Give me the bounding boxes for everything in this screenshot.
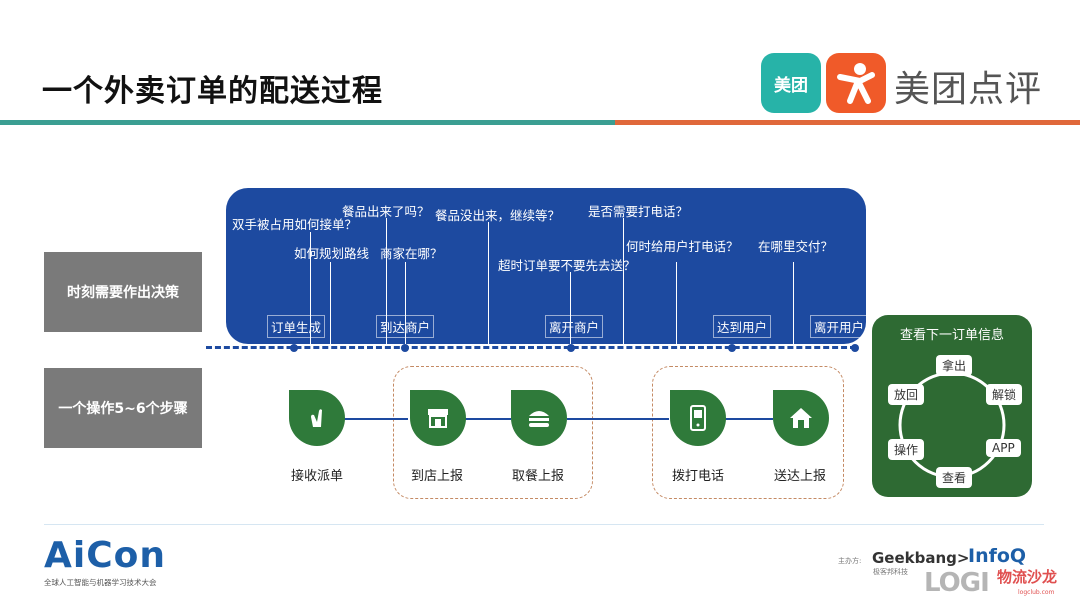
geekbang-logo: Geekbang> — [872, 549, 970, 567]
aicon-logo: AiCon — [44, 535, 166, 576]
store-icon — [410, 390, 466, 446]
header-divider-orange — [615, 120, 1080, 125]
stage-leave-merchant: 离开商户 — [545, 315, 604, 338]
pointer-line — [570, 272, 571, 346]
stage-order-created: 订单生成 — [267, 315, 326, 338]
pointer-line — [793, 262, 794, 346]
page-title: 一个外卖订单的配送过程 — [42, 74, 383, 109]
flow-arrow — [725, 418, 773, 420]
pointer-line — [405, 262, 406, 346]
sponsor-label: 主办方: — [838, 557, 862, 565]
timeline-dot — [290, 344, 298, 352]
home-icon — [773, 390, 829, 446]
step-label-pickup: 取餐上报 — [512, 469, 565, 484]
dianping-logo — [826, 53, 886, 113]
question: 餐品没出来，继续等？ — [435, 208, 561, 223]
timeline-dot — [567, 344, 575, 352]
stage-leave-user: 离开用户 — [810, 315, 869, 338]
burger-icon — [511, 390, 567, 446]
question: 何时给用户打电话？ — [626, 239, 739, 254]
infoq-logo: InfoQ — [968, 545, 1027, 567]
logi-watermark: LOGI — [924, 568, 990, 598]
flow-arrow — [465, 418, 511, 420]
decision-label: 时刻需要作出决策 — [44, 252, 202, 332]
timeline — [206, 346, 856, 349]
dianping-person-icon — [837, 63, 875, 104]
pointer-line — [330, 262, 331, 346]
phone-icon — [670, 390, 726, 446]
cycle-operate: 操作 — [888, 439, 925, 460]
meituan-logo: 美团 — [761, 53, 821, 113]
question: 如何规划路线 — [294, 246, 370, 261]
timeline-dot — [401, 344, 409, 352]
step-label-receive: 接收派单 — [291, 469, 344, 484]
pointer-line — [676, 262, 677, 346]
cycle-unlock: 解锁 — [986, 384, 1023, 405]
header-divider-teal — [0, 120, 615, 125]
hand-tap-icon — [289, 390, 345, 446]
flow-arrow — [344, 418, 408, 420]
cycle-put-back: 放回 — [888, 384, 925, 405]
steps-label: 一个操作5~6个步骤 — [44, 368, 202, 448]
pointer-line — [488, 222, 489, 346]
question: 双手被占用如何接单？ — [232, 217, 358, 232]
watermark-text: 物流沙龙 — [997, 568, 1058, 586]
cycle-view: 查看 — [936, 467, 973, 488]
step-label-arrive-store: 到店上报 — [411, 469, 464, 484]
pointer-line — [386, 218, 387, 346]
merchant-steps-group — [393, 366, 593, 499]
question: 餐品出来了吗？ — [342, 204, 430, 219]
cycle-app: APP — [986, 439, 1021, 457]
aicon-subtitle: 全球人工智能与机器学习技术大会 — [44, 578, 157, 587]
question: 是否需要打电话？ — [588, 204, 689, 219]
watermark-url: logclub.com — [1018, 589, 1055, 596]
pointer-line — [310, 232, 311, 346]
brand-name: 美团点评 — [894, 69, 1043, 110]
question: 在哪里交付？ — [758, 239, 834, 254]
step-label-delivered: 送达上报 — [774, 469, 827, 484]
timeline-dot — [728, 344, 736, 352]
question: 超时订单要不要先去送？ — [498, 258, 636, 273]
delivery-steps-group — [652, 366, 844, 499]
cycle-take-out: 拿出 — [936, 355, 973, 376]
question: 商家在哪？ — [380, 246, 443, 261]
geekbang-subtitle: 极客邦科技 — [873, 568, 908, 576]
step-label-call: 拨打电话 — [672, 469, 725, 484]
stage-reach-user: 达到用户 — [713, 315, 772, 338]
stage-arrive-merchant: 到达商户 — [376, 315, 435, 338]
next-order-title: 查看下一订单信息 — [899, 328, 1004, 343]
timeline-dot — [851, 344, 859, 352]
next-order-panel — [872, 315, 1032, 497]
footer-divider — [44, 524, 1044, 525]
pointer-line — [623, 218, 624, 346]
flow-arrow — [567, 418, 669, 420]
